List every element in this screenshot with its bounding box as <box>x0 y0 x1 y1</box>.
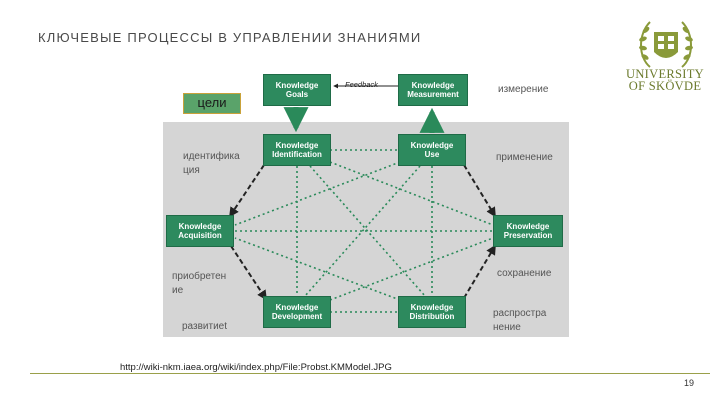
label-acquisition-ru-1: приобретен <box>172 271 227 282</box>
box-goals-line2: Goals <box>285 90 309 99</box>
label-use-ru: применение <box>496 152 553 163</box>
box-acquisition-line1: Knowledge <box>178 222 222 231</box>
box-knowledge-measurement: Knowledge Measurement <box>398 74 468 106</box>
box-measurement-line1: Knowledge <box>411 81 455 90</box>
page-number: 19 <box>684 378 695 388</box>
box-knowledge-use: Knowledge Use <box>398 134 466 166</box>
label-preservation-ru: сохранение <box>497 268 552 279</box>
link-ident-dist <box>309 165 426 297</box>
box-goals-line1: Knowledge <box>275 81 319 90</box>
link-ident-pres <box>329 161 494 226</box>
box-acquisition-line2: Acquisition <box>178 231 222 240</box>
slide-title: КЛЮЧЕВЫЕ ПРОЦЕССЫ В УПРАВЛЕНИИ ЗНАНИЯМИ <box>38 30 422 45</box>
box-preservation-line1: Knowledge <box>506 222 550 231</box>
box-development-line1: Knowledge <box>275 303 319 312</box>
box-identification-line1: Knowledge <box>275 141 319 150</box>
box-knowledge-development: Knowledge Development <box>263 296 331 328</box>
box-measurement-line2: Measurement <box>407 90 459 99</box>
link-use-dev <box>304 165 421 297</box>
label-acquisition-ru-2: ие <box>172 285 184 296</box>
box-knowledge-identification: Knowledge Identification <box>263 134 331 166</box>
label-distribution-ru-2: нение <box>493 322 521 333</box>
link-dist-pres <box>463 244 496 299</box>
link-dev-pres <box>329 237 494 301</box>
box-knowledge-distribution: Knowledge Distribution <box>398 296 466 328</box>
box-distribution-line2: Distribution <box>409 312 455 321</box>
label-goals-ru: цели <box>183 93 241 114</box>
footer-divider <box>30 373 710 374</box>
link-ident-acq <box>229 164 265 218</box>
source-url[interactable]: http://wiki-nkm.iaea.org/wiki/index.php/… <box>120 362 392 373</box>
label-measurement-ru: измерение <box>498 84 549 95</box>
label-distribution-ru-1: распростра <box>493 308 547 319</box>
box-knowledge-goals: Knowledge Goals <box>263 74 331 106</box>
box-knowledge-preservation: Knowledge Preservation <box>493 215 563 247</box>
university-laurel-logo-icon <box>639 21 693 68</box>
box-use-line1: Knowledge <box>410 141 454 150</box>
box-distribution-line1: Knowledge <box>410 303 454 312</box>
link-use-pres <box>463 164 496 218</box>
box-preservation-line2: Preservation <box>503 231 553 240</box>
label-identification-ru-2: ция <box>183 165 200 176</box>
link-dist-acq <box>234 237 401 301</box>
link-acq-dev <box>230 245 267 301</box>
label-development-ru: развитиet <box>182 321 227 332</box>
feedback-label: Feedback <box>345 80 378 89</box>
logo-text-line2: OF SKÖVDE <box>628 79 702 93</box>
box-knowledge-acquisition: Knowledge Acquisition <box>166 215 234 247</box>
box-development-line2: Development <box>271 312 323 321</box>
box-identification-line2: Identification <box>272 150 322 159</box>
logo-text-line1: UNIVERSITY <box>626 67 704 81</box>
box-use-line2: Use <box>424 150 440 159</box>
label-identification-ru-1: идентифика <box>183 151 240 162</box>
